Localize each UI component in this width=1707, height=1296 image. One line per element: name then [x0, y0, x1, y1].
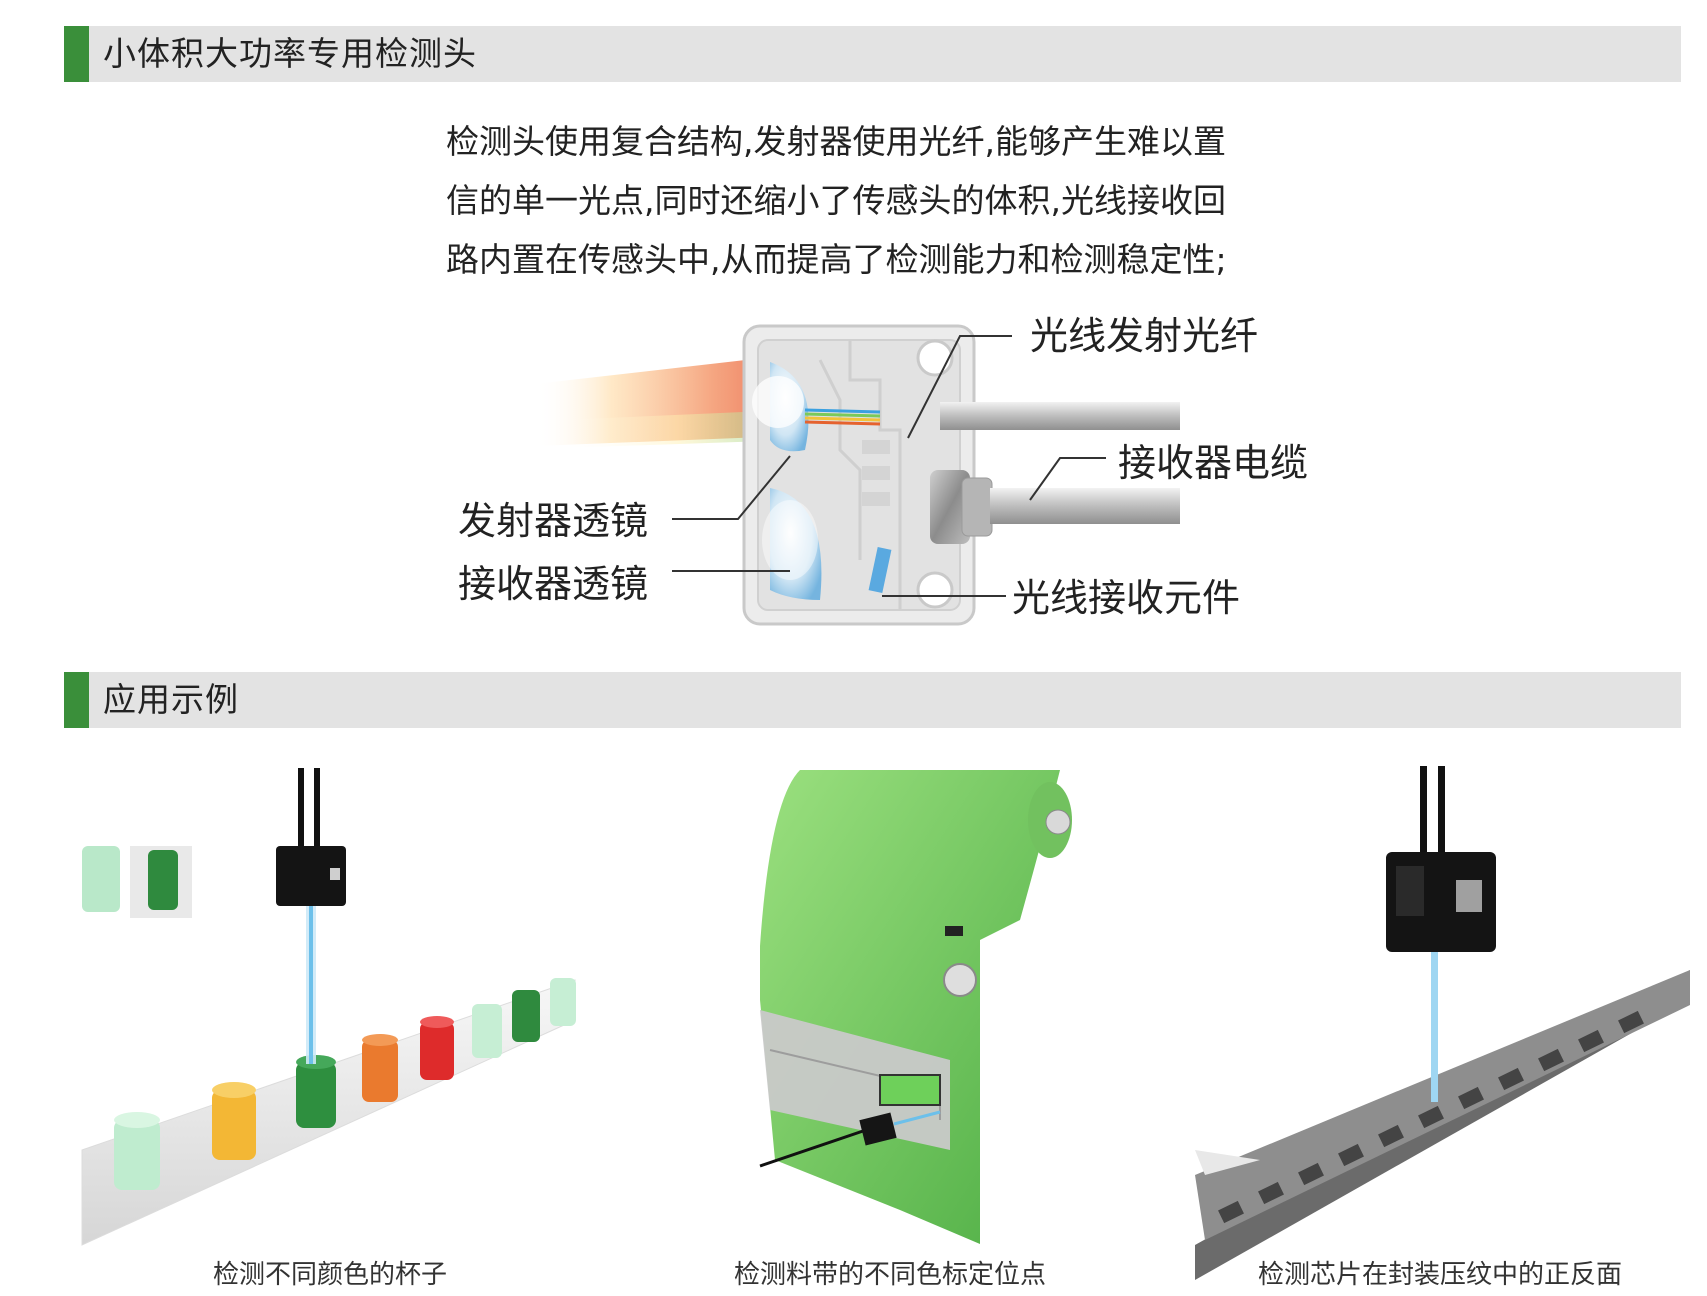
example-chip-illustration [1195, 766, 1690, 1280]
section-header-detector: 小体积大功率专用检测头 [64, 26, 1681, 82]
section-header-applications: 应用示例 [64, 672, 1681, 728]
intro-paragraph: 检测头使用复合结构,发射器使用光纤,能够产生难以置 信的单一光点,同时还缩小了传… [446, 112, 1366, 289]
section-title: 应用示例 [103, 680, 239, 719]
example-caption-tape: 检测料带的不同色标定位点 [733, 1260, 1046, 1290]
callout-receiver-lens: 接收器透镜 [458, 562, 649, 606]
callout-emitter-fiber: 光线发射光纤 [1030, 314, 1259, 358]
callout-emitter-lens: 发射器透镜 [458, 499, 649, 543]
callout-receiver-element: 光线接收元件 [1012, 576, 1241, 620]
intro-line-3: 路内置在传感头中,从而提高了检测能力和检测稳定性; [446, 240, 1227, 279]
intro-line-1: 检测头使用复合结构,发射器使用光纤,能够产生难以置 [446, 122, 1226, 161]
intro-line-2: 信的单一光点,同时还缩小了传感头的体积,光线接收回 [446, 181, 1226, 220]
section-accent [64, 26, 89, 82]
example-tape-illustration [759, 770, 1072, 1244]
example-caption-chip: 检测芯片在封装压纹中的正反面 [1257, 1260, 1622, 1290]
callout-receiver-cable: 接收器电缆 [1118, 441, 1309, 485]
section-accent [64, 672, 89, 728]
example-cups-illustration [81, 768, 576, 1246]
example-caption-cups: 检测不同颜色的杯子 [212, 1260, 447, 1290]
section-title: 小体积大功率专用检测头 [103, 34, 477, 73]
